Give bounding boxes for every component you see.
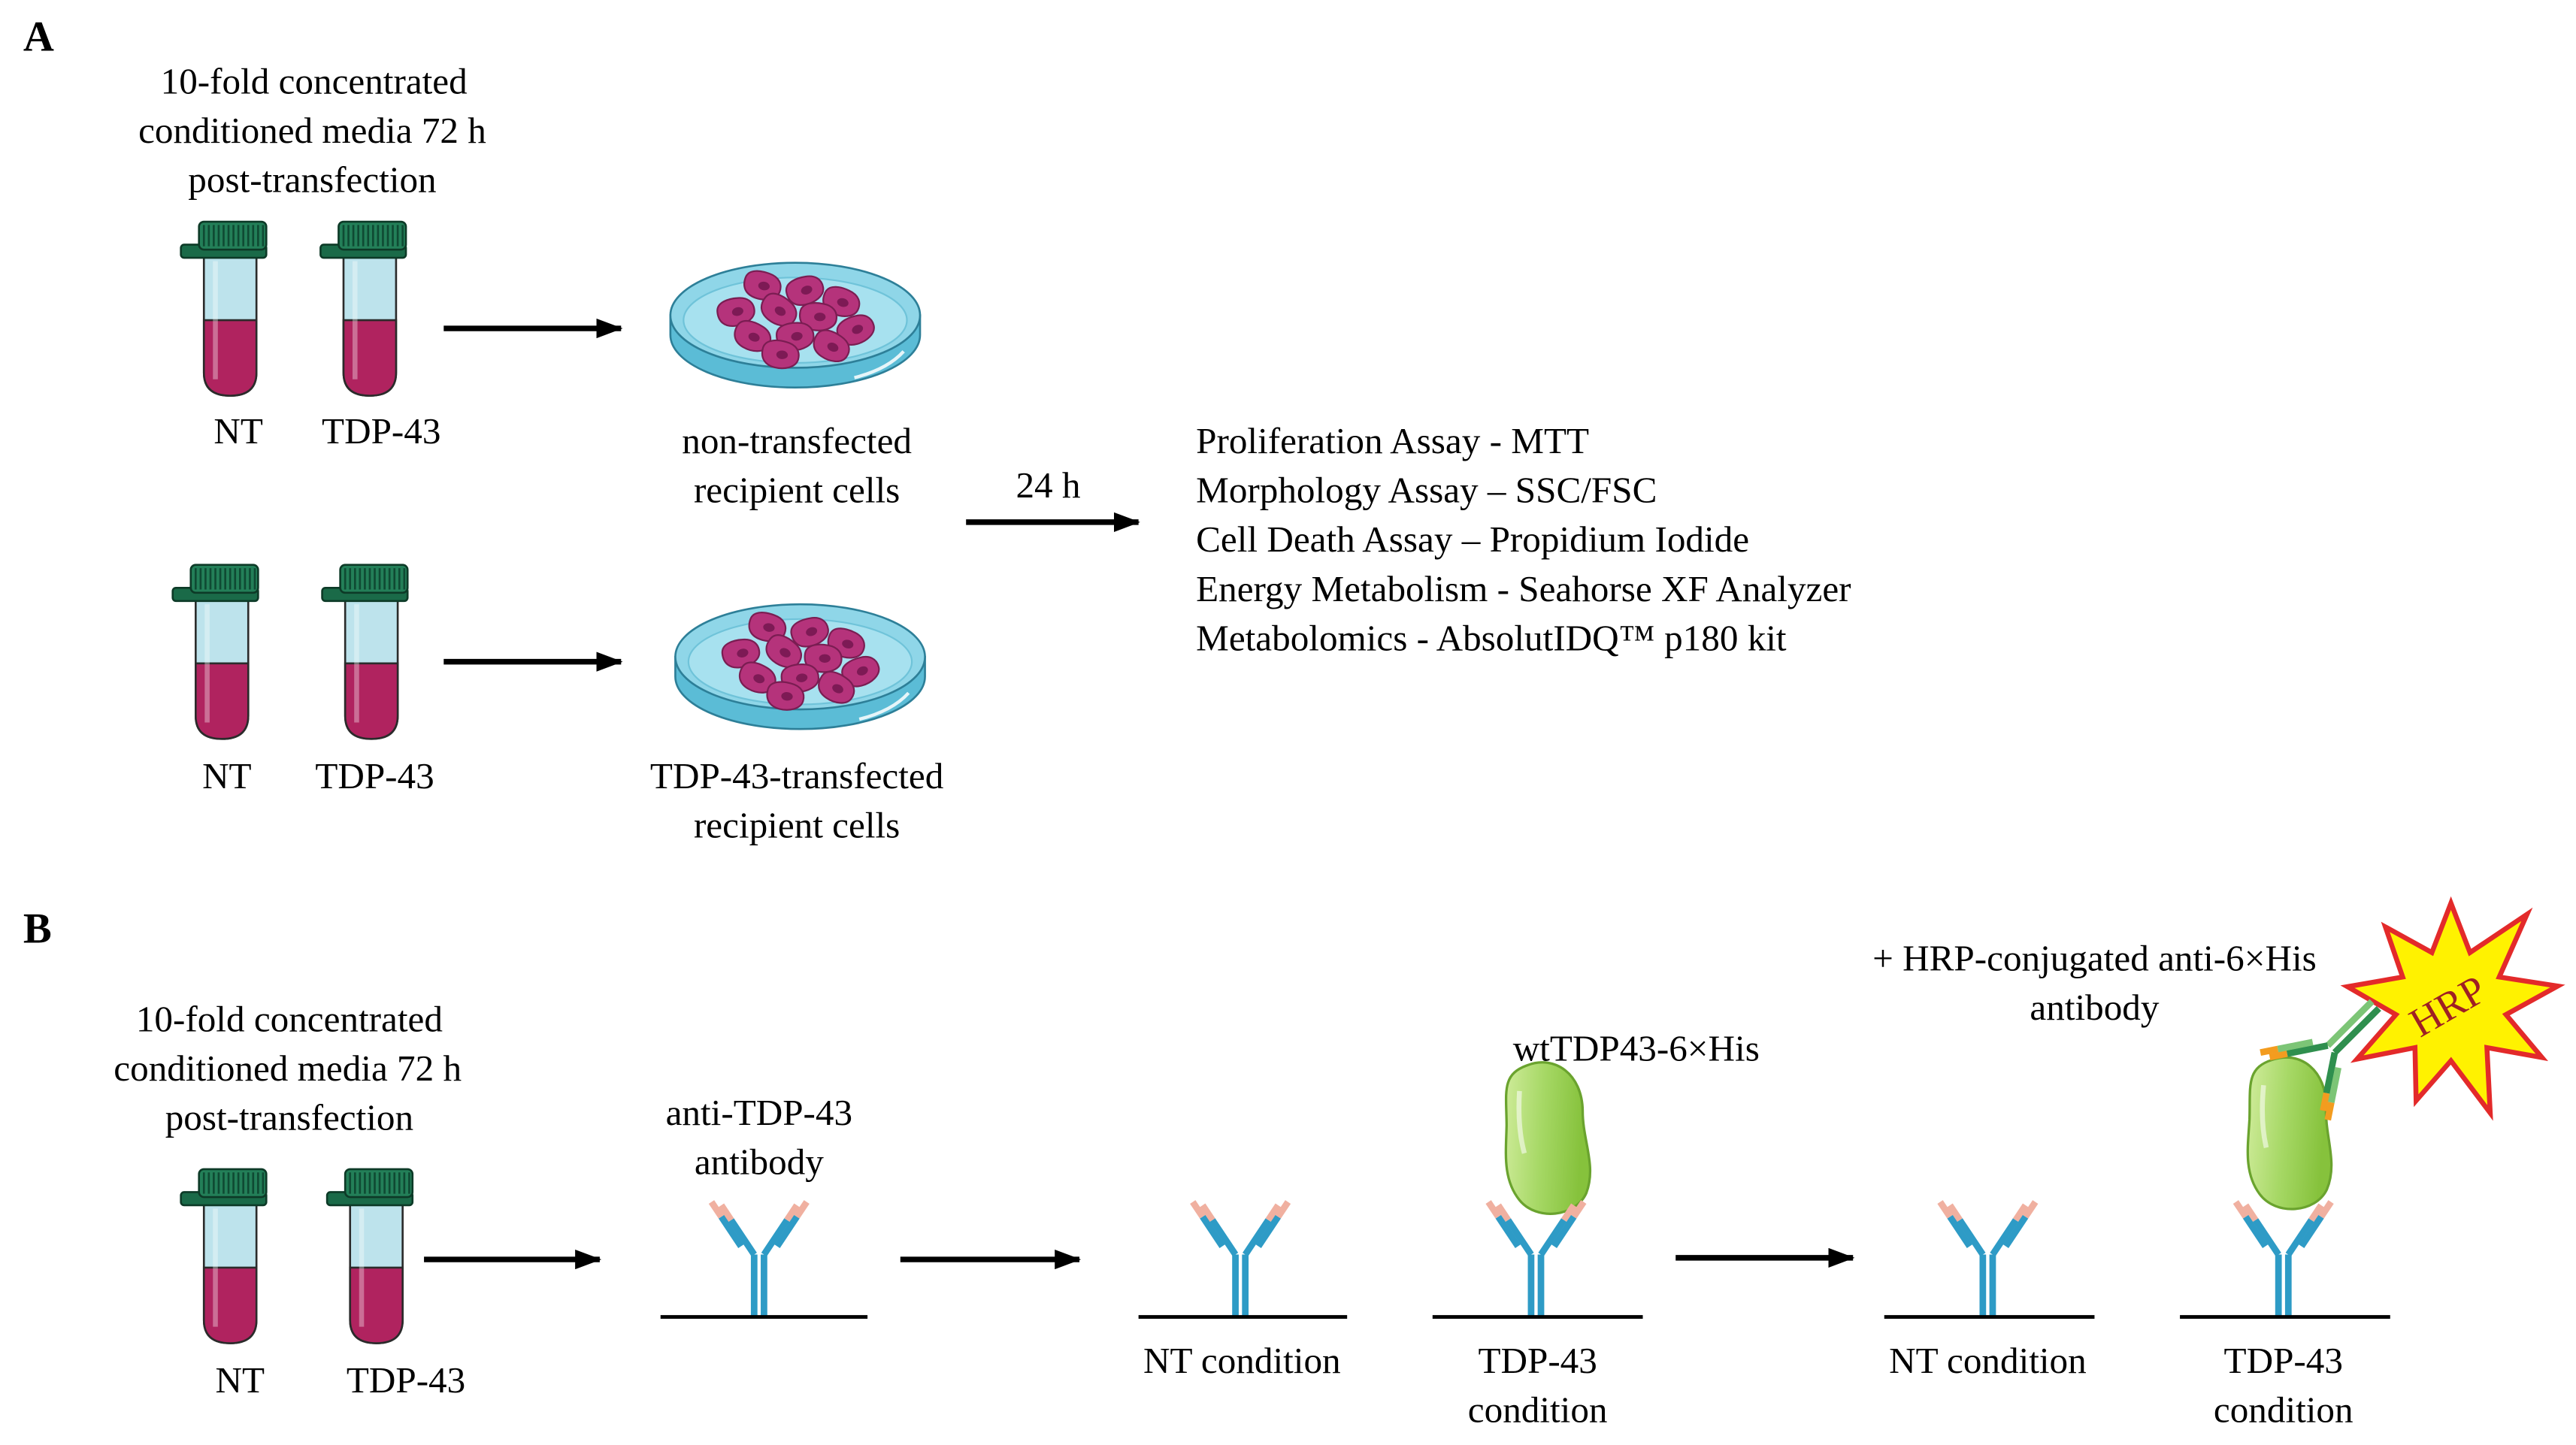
nt-tube-label: NT (213, 410, 263, 452)
tdp43-tube-label: TDP-43 (315, 755, 434, 797)
assay-item: Morphology Assay – SSC/FSC (1196, 470, 1657, 511)
capture-antibody-label: antibody (695, 1141, 824, 1182)
tdp43-tube-label: TDP-43 (322, 410, 440, 452)
media-description: 10-fold concentrated conditioned media 7… (138, 61, 486, 201)
row-non-transfected: NT TDP-43 non-transfected recipient cell… (181, 222, 920, 511)
assay-item: Metabolomics - AbsolutIDQ™ p180 kit (1196, 617, 1787, 658)
nt-condition-label: NT condition (1889, 1340, 2087, 1381)
coated-capture-antibody: anti-TDP-43 antibody (660, 1092, 868, 1317)
media-text-line: conditioned media 72 h (114, 1047, 462, 1089)
recipient-label: non-transfected (682, 420, 912, 461)
nt-tube (181, 222, 267, 396)
media-text-line: conditioned media 72 h (138, 110, 486, 151)
nt-tube-label: NT (216, 1359, 265, 1401)
incubation-time: 24 h (1016, 464, 1080, 506)
capture-antibody (711, 1202, 807, 1317)
media-text-line: 10-fold concentrated (161, 61, 468, 102)
capture-antibody (1193, 1202, 1288, 1317)
tdp43-tube-label: TDP-43 (347, 1359, 465, 1401)
petri-dish (670, 263, 920, 388)
petri-dish (675, 604, 925, 729)
panel-a: A 10-fold concentrated conditioned media… (23, 14, 1851, 846)
capture-antibody (1488, 1202, 1584, 1317)
assay-item: Energy Metabolism - Seahorse XF Analyzer (1196, 568, 1851, 609)
tdp43-condition-label: TDP-43 (1478, 1340, 1597, 1381)
tdp43-condition-label: condition (2214, 1389, 2354, 1430)
detection-step: + HRP-conjugated anti-6×His antibody NT … (1872, 896, 2565, 1430)
tdp43-condition-label: TDP-43 (2224, 1340, 2343, 1381)
tdp43-protein (1496, 1058, 1594, 1218)
media-text-line: post-transfection (188, 159, 436, 201)
nt-condition-label: NT condition (1143, 1340, 1341, 1381)
tdp43-condition-label: condition (1468, 1389, 1608, 1430)
panel-b-label: B (23, 905, 52, 952)
recipient-label: recipient cells (694, 804, 900, 845)
recipient-label: TDP-43-transfected (650, 755, 943, 797)
assay-item: Cell Death Assay – Propidium Iodide (1196, 518, 1749, 560)
detection-antibody-label: antibody (2030, 987, 2159, 1028)
nt-tube (181, 1169, 267, 1344)
tdp43-tube (320, 222, 406, 396)
tdp43-tube (327, 1169, 413, 1344)
panel-a-label: A (23, 14, 54, 61)
binding-step: NT condition wtTDP43-6×His TDP-43 condit… (1138, 1028, 1760, 1430)
media-text-line: post-transfection (165, 1096, 413, 1138)
hrp-star (2340, 896, 2565, 1121)
media-text-line: 10-fold concentrated (136, 998, 443, 1039)
nt-tube (173, 565, 259, 739)
recipient-label: recipient cells (694, 470, 900, 511)
tdp43-tube (322, 565, 408, 739)
panel-b: B 10-fold concentrated conditioned media… (23, 896, 2565, 1430)
assay-list: Proliferation Assay - MTT Morphology Ass… (1196, 420, 1851, 658)
assay-item: Proliferation Assay - MTT (1196, 420, 1589, 461)
hrp-enzyme: HRP (2340, 896, 2565, 1121)
capture-antibody-label: anti-TDP-43 (666, 1092, 852, 1133)
nt-tube-label: NT (202, 755, 252, 797)
tdp43-protein (2241, 1055, 2334, 1212)
capture-antibody (2235, 1202, 2331, 1317)
row-tdp43-transfected: NT TDP-43 TDP-43-transfected recipient c… (173, 565, 943, 845)
media-description: 10-fold concentrated conditioned media 7… (114, 998, 462, 1138)
protein-label: wtTDP43-6×His (1513, 1028, 1760, 1069)
capture-antibody (1940, 1202, 2036, 1317)
detection-antibody-label: + HRP-conjugated anti-6×His (1872, 937, 2317, 978)
